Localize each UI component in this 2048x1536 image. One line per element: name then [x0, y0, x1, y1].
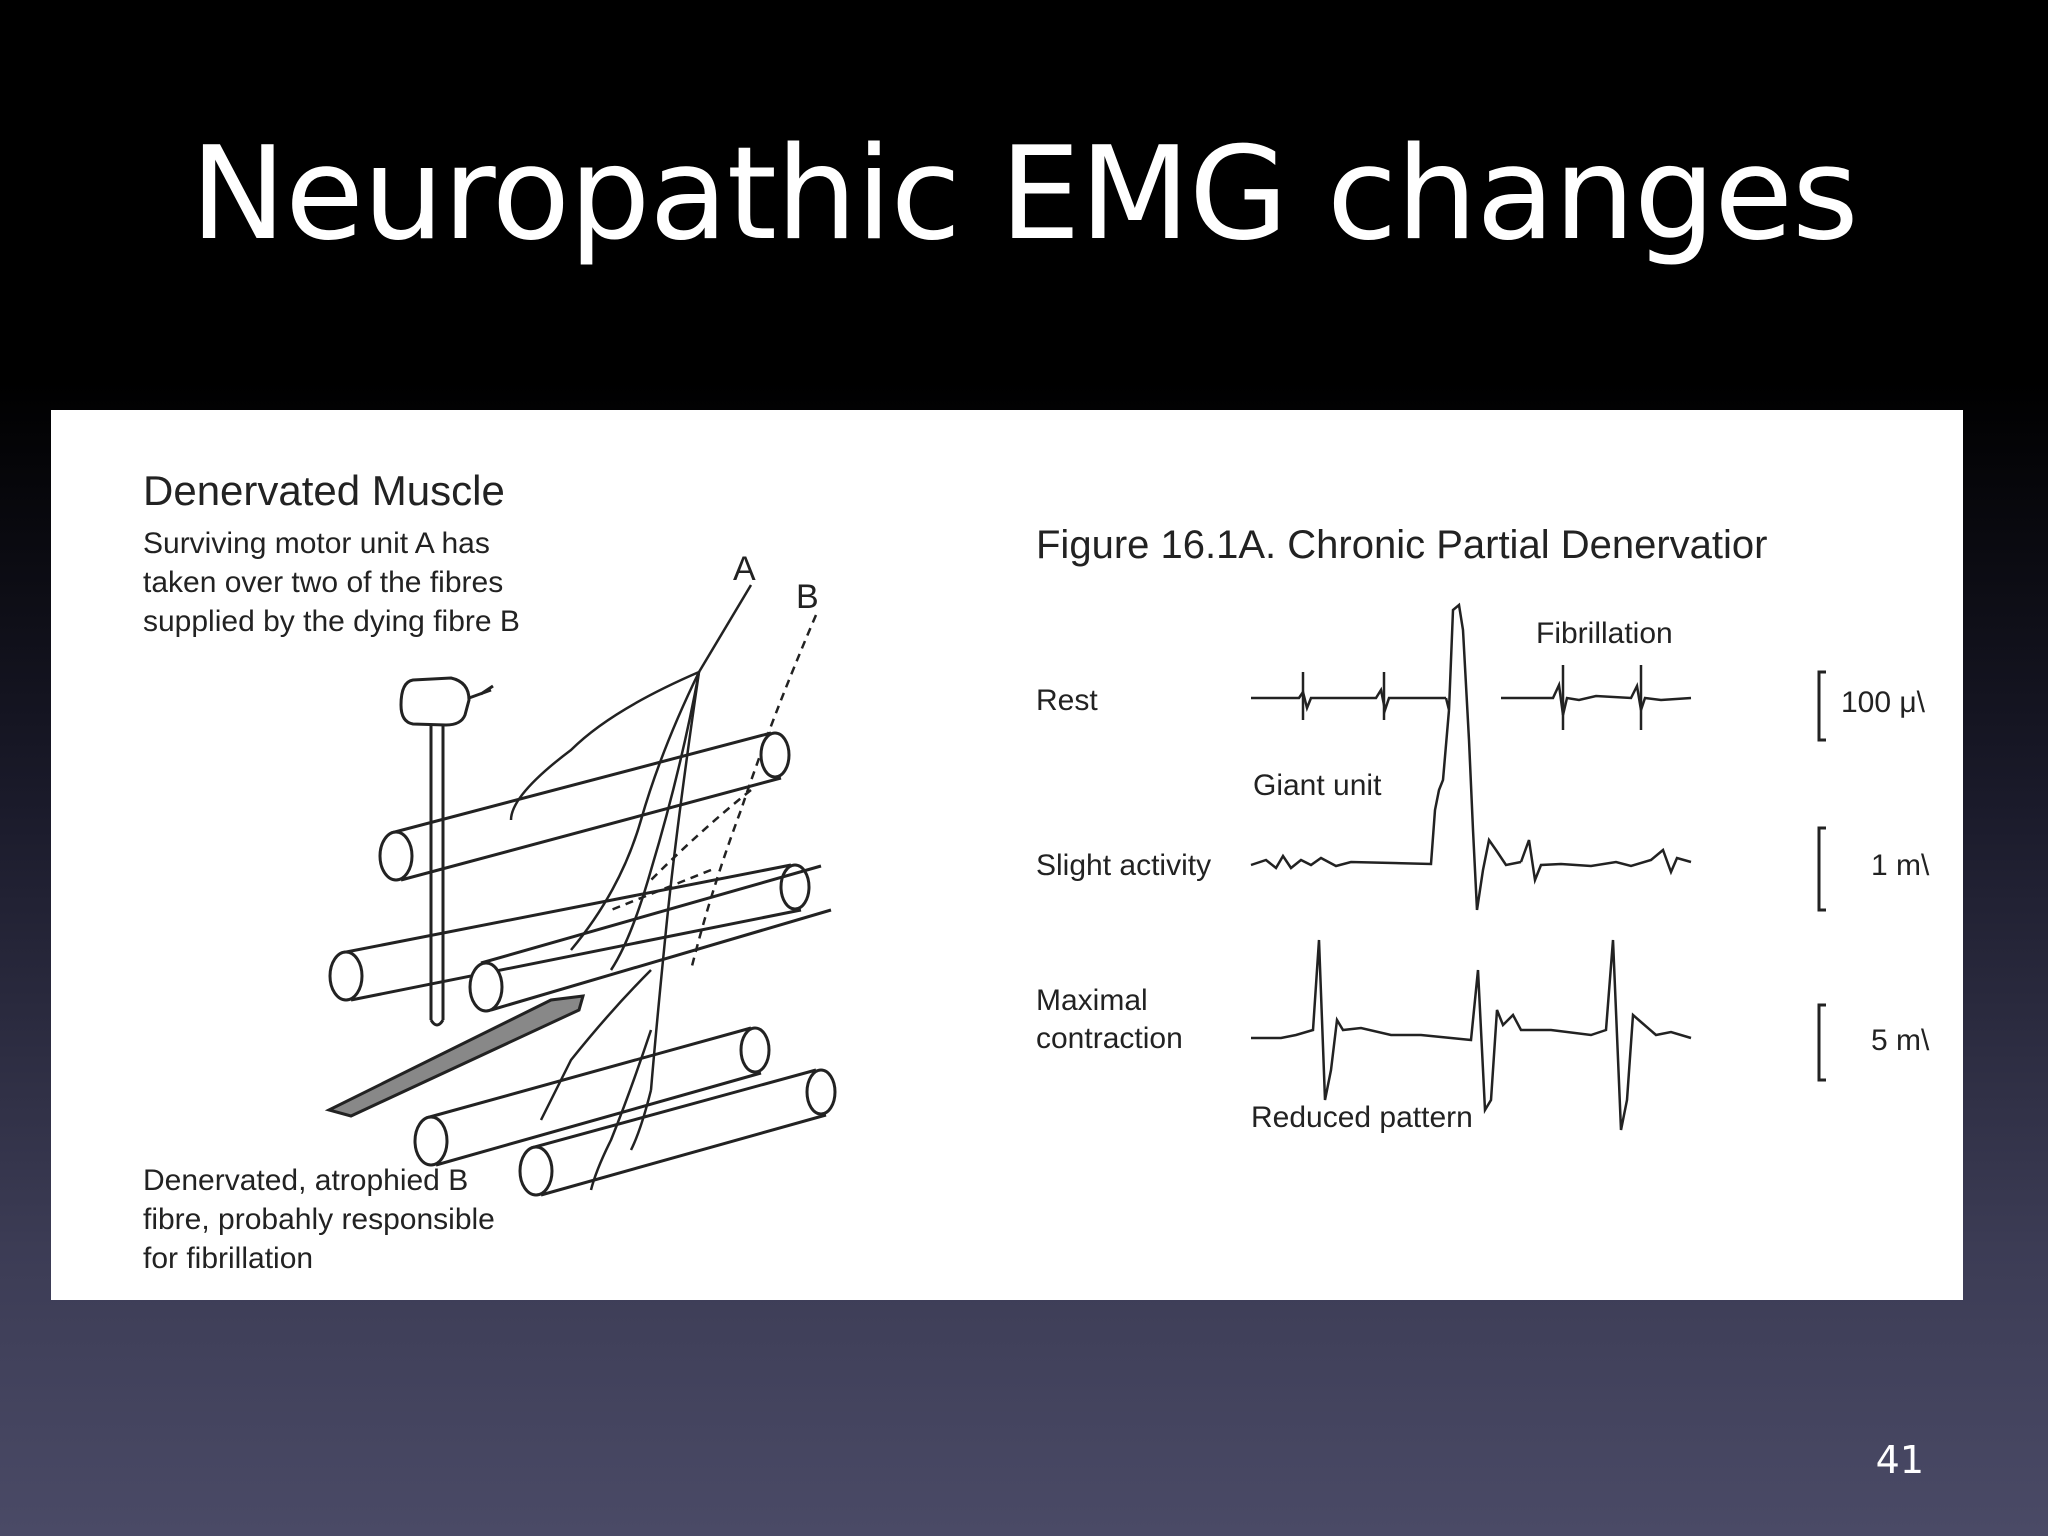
muscle-fibres	[328, 731, 837, 1197]
electrode-drawing	[399, 676, 494, 1027]
row-label-slight-activity: Slight activity	[1036, 849, 1211, 882]
caption-top-line-2: taken over two of the fibres	[143, 566, 503, 599]
figure-title: Figure 16.1A. Chronic Partial Denervatio…	[1036, 523, 1767, 567]
label-a: A	[733, 550, 756, 588]
emg-traces	[1250, 602, 1692, 1131]
trace-slight-activity-after	[1519, 839, 1692, 885]
scale-rest: 100 μ\	[1841, 686, 1926, 719]
nerve-fibre-a	[509, 584, 753, 1191]
slide-title: Neuropathic EMG changes	[190, 120, 1858, 269]
fibrillation-spikes	[1301, 665, 1643, 730]
trace-maximal-contraction	[1251, 939, 1692, 1131]
caption-top-line-3: supplied by the dying fibre B	[143, 605, 520, 638]
atrophied-fibre	[324, 994, 586, 1118]
left-heading: Denervated Muscle	[143, 467, 505, 514]
caption-bottom-line-1: Denervated, atrophied B	[143, 1164, 468, 1197]
figure-panel: Denervated Muscle Surviving motor unit A…	[51, 410, 1963, 1300]
scale-maximal: 5 m\	[1871, 1024, 1930, 1057]
caption-bottom-line-3: for fibrillation	[143, 1242, 313, 1275]
giant-unit-label: Giant unit	[1253, 769, 1382, 802]
figure-svg: Denervated Muscle Surviving motor unit A…	[143, 467, 1930, 1275]
scale-brackets	[1817, 670, 1826, 1082]
scale-slight-activity: 1 m\	[1871, 849, 1930, 882]
nerve-fibre-b	[610, 614, 818, 971]
row-label-rest: Rest	[1036, 684, 1098, 717]
trace-rest-right	[1501, 680, 1692, 716]
row-label-maximal: Maximal	[1036, 984, 1148, 1017]
caption-top-line-1: Surviving motor unit A has	[143, 527, 490, 560]
slide-number: 41	[1875, 1438, 1924, 1482]
trace-slight-activity	[1250, 709, 1451, 870]
fibrillation-label: Fibrillation	[1536, 617, 1673, 650]
trace-rest-left	[1251, 686, 1446, 715]
trace-giant-unit	[1444, 602, 1522, 911]
row-label-contraction: contraction	[1036, 1022, 1183, 1055]
label-b: B	[796, 578, 819, 616]
reduced-pattern-label: Reduced pattern	[1251, 1101, 1473, 1134]
caption-bottom-line-2: fibre, probahly responsible	[143, 1203, 495, 1236]
